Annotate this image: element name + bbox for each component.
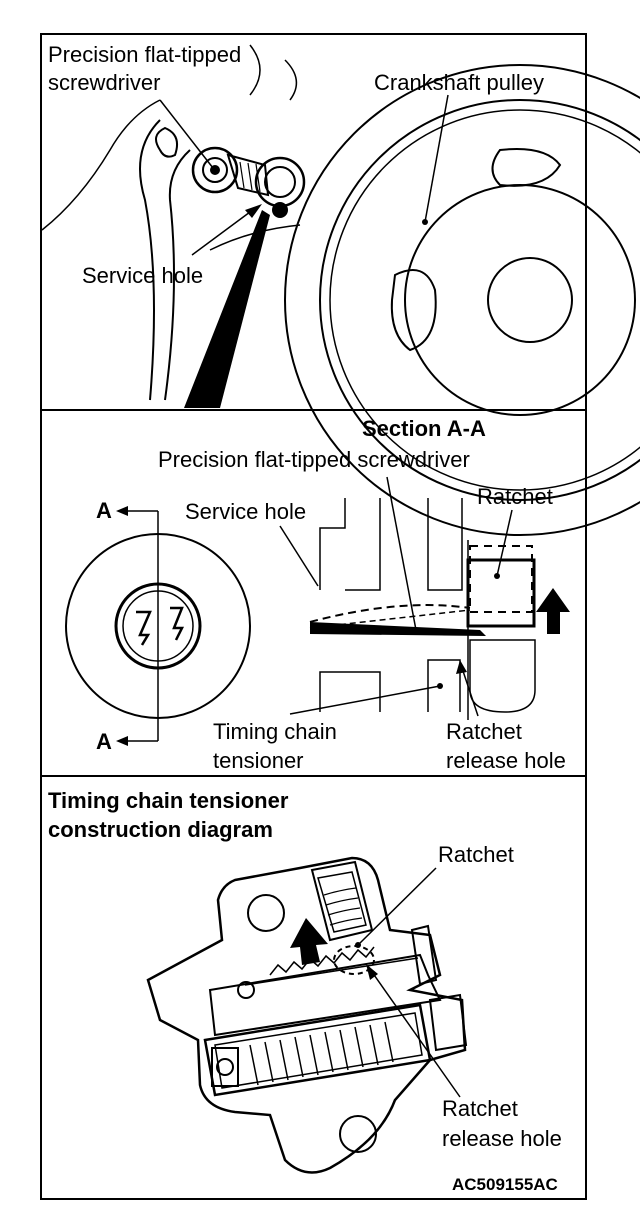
leader-service-hole-section bbox=[279, 525, 319, 587]
service-hole-drawing bbox=[184, 156, 306, 408]
bolt-hole-bottom bbox=[339, 1115, 377, 1153]
label-release-construction-line1: Ratchet bbox=[442, 1096, 518, 1121]
label-release-construction-line2: release hole bbox=[442, 1126, 562, 1151]
leader-screwdriver-section bbox=[386, 476, 417, 631]
service-hole-front-view bbox=[65, 533, 251, 719]
label-tensioner-line1: Timing chain bbox=[213, 719, 337, 744]
mounting-plate bbox=[146, 856, 467, 1174]
ratchet-housing bbox=[310, 860, 374, 942]
label-ratchet-construction: Ratchet bbox=[438, 842, 514, 867]
screwdriver-drawing bbox=[191, 146, 270, 197]
release-hole-marker bbox=[333, 945, 375, 975]
leader-release-section bbox=[461, 667, 479, 717]
construction-title-line2: construction diagram bbox=[48, 817, 273, 842]
panel-service-hole-view: Precision flat-tipped screwdriver Cranks… bbox=[41, 42, 640, 536]
up-arrow-section bbox=[536, 588, 570, 634]
label-screwdriver-line1: Precision flat-tipped bbox=[48, 42, 241, 67]
label-ratchet-section: Ratchet bbox=[477, 484, 553, 509]
label-section-a-bottom: A bbox=[96, 729, 112, 754]
figure-code: AC509155AC bbox=[452, 1175, 558, 1194]
engine-housing-outline bbox=[41, 44, 301, 401]
section-title: Section A-A bbox=[362, 416, 486, 441]
label-tensioner-line2: tensioner bbox=[213, 748, 304, 773]
bolt-hole-top bbox=[247, 894, 285, 932]
arrow-service-hole bbox=[245, 204, 262, 218]
panel-construction-diagram: Timing chain tensioner construction diag… bbox=[48, 788, 562, 1194]
label-release-line2: release hole bbox=[446, 748, 566, 773]
outer-border bbox=[40, 33, 587, 1200]
label-screwdriver-section: Precision flat-tipped screwdriver bbox=[158, 447, 470, 472]
leader-screwdriver bbox=[159, 99, 214, 169]
label-release-line1: Ratchet bbox=[446, 719, 522, 744]
construction-title-line1: Timing chain tensioner bbox=[48, 788, 289, 813]
leader-release-construction bbox=[371, 971, 461, 1098]
leader-ratchet-section bbox=[496, 509, 513, 577]
leader-service-hole bbox=[191, 211, 251, 256]
spring-cylinder bbox=[203, 993, 468, 1097]
label-screwdriver-line2: screwdriver bbox=[48, 70, 160, 95]
wedge-shadow bbox=[184, 210, 270, 408]
crankshaft-pulley-drawing bbox=[284, 64, 640, 536]
leader-tensioner-section bbox=[289, 685, 441, 715]
label-service-hole-section: Service hole bbox=[185, 499, 306, 524]
panel-section-a-a: Section A-A Precision flat-tipped screwd… bbox=[65, 416, 570, 773]
leader-pulley bbox=[424, 94, 449, 223]
label-service-hole: Service hole bbox=[82, 263, 203, 288]
up-arrow-construction bbox=[290, 918, 328, 965]
label-section-a-top: A bbox=[96, 498, 112, 523]
label-crankshaft-pulley: Crankshaft pulley bbox=[374, 70, 544, 95]
screwdriver-blade-section bbox=[309, 604, 486, 636]
plunger-bore bbox=[208, 924, 442, 1037]
leader-ratchet-construction bbox=[357, 867, 437, 946]
section-cut-line bbox=[116, 506, 159, 746]
